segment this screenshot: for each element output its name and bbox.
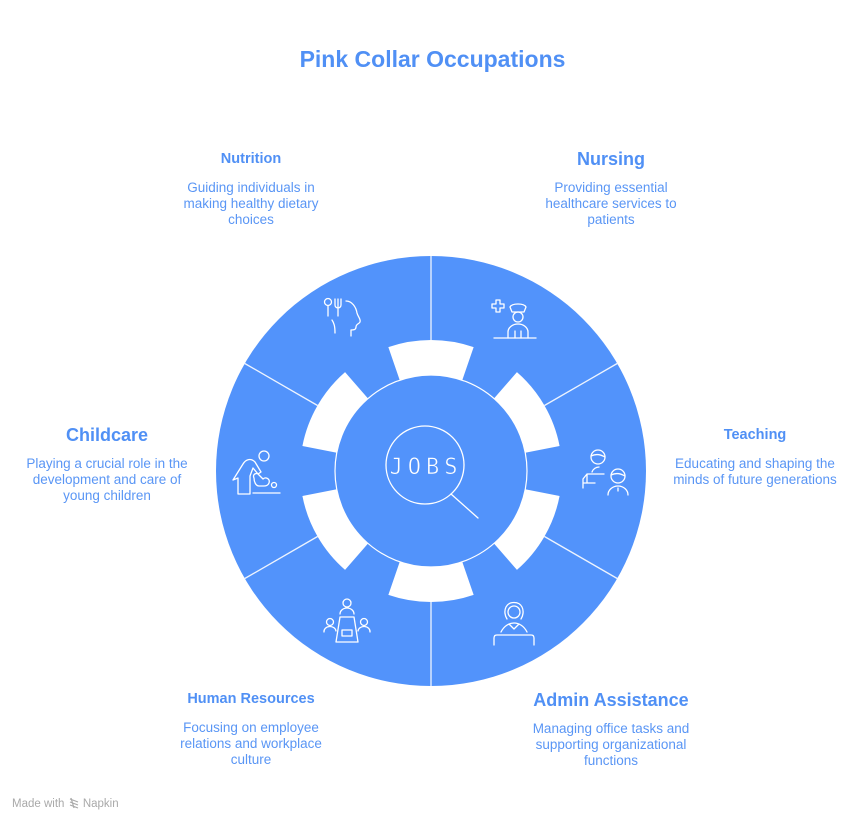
segment-title: Teaching — [723, 427, 787, 443]
sector-divider — [244, 535, 318, 580]
childcare-icon — [232, 450, 281, 495]
segment-teaching: Teaching Educating and shaping the minds… — [668, 427, 842, 488]
segment-title: Nursing — [576, 149, 645, 169]
teacher-icon — [582, 449, 629, 496]
made-with-text: Made with — [12, 798, 65, 810]
segment-nutrition: Nutrition Guiding individuals in making … — [171, 151, 331, 228]
segment-title: Childcare — [65, 425, 149, 445]
segment-description: Guiding individuals in making healthy di… — [183, 180, 319, 227]
segment-title: Human Resources — [187, 691, 315, 707]
segment-childcare: Childcare Playing a crucial role in the … — [20, 425, 194, 504]
nutrition-icon — [323, 297, 361, 337]
sector-divider — [544, 535, 618, 580]
center-label: JOBS — [390, 455, 463, 480]
segment-description: Managing office tasks and supporting org… — [532, 721, 690, 768]
sector-divider — [544, 362, 618, 407]
meeting-icon — [323, 598, 371, 643]
receptionist-icon — [493, 601, 535, 646]
page-title: Pink Collar Occupations — [299, 46, 566, 72]
napkin-brand: Napkin — [82, 798, 119, 810]
segment-title: Admin Assistance — [533, 690, 689, 710]
nurse-icon — [491, 299, 537, 339]
ring-gap — [492, 488, 560, 570]
segment-hr: Human Resources Focusing on employee rel… — [170, 691, 332, 768]
segment-description: Educating and shaping the minds of futur… — [673, 456, 837, 487]
segment-description: Playing a crucial role in the developmen… — [26, 456, 188, 503]
segment-title: Nutrition — [220, 151, 282, 167]
segment-nursing: Nursing Providing essential healthcare s… — [533, 149, 689, 228]
ring-gap — [302, 488, 370, 570]
ring-gap — [302, 372, 370, 454]
napkin-attribution[interactable]: Made with Napkin — [12, 797, 119, 810]
napkin-logo-icon — [69, 797, 78, 809]
inner-disk — [334, 374, 528, 568]
segment-description: Focusing on employee relations and workp… — [180, 720, 322, 767]
ring-gap — [388, 340, 474, 383]
ring-gap — [492, 372, 560, 454]
magnifying-glass-icon — [385, 425, 479, 519]
ring-gap — [388, 559, 474, 602]
sector-divider — [244, 362, 318, 407]
segment-description: Providing essential healthcare services … — [545, 180, 677, 227]
segment-admin: Admin Assistance Managing office tasks a… — [522, 690, 700, 769]
